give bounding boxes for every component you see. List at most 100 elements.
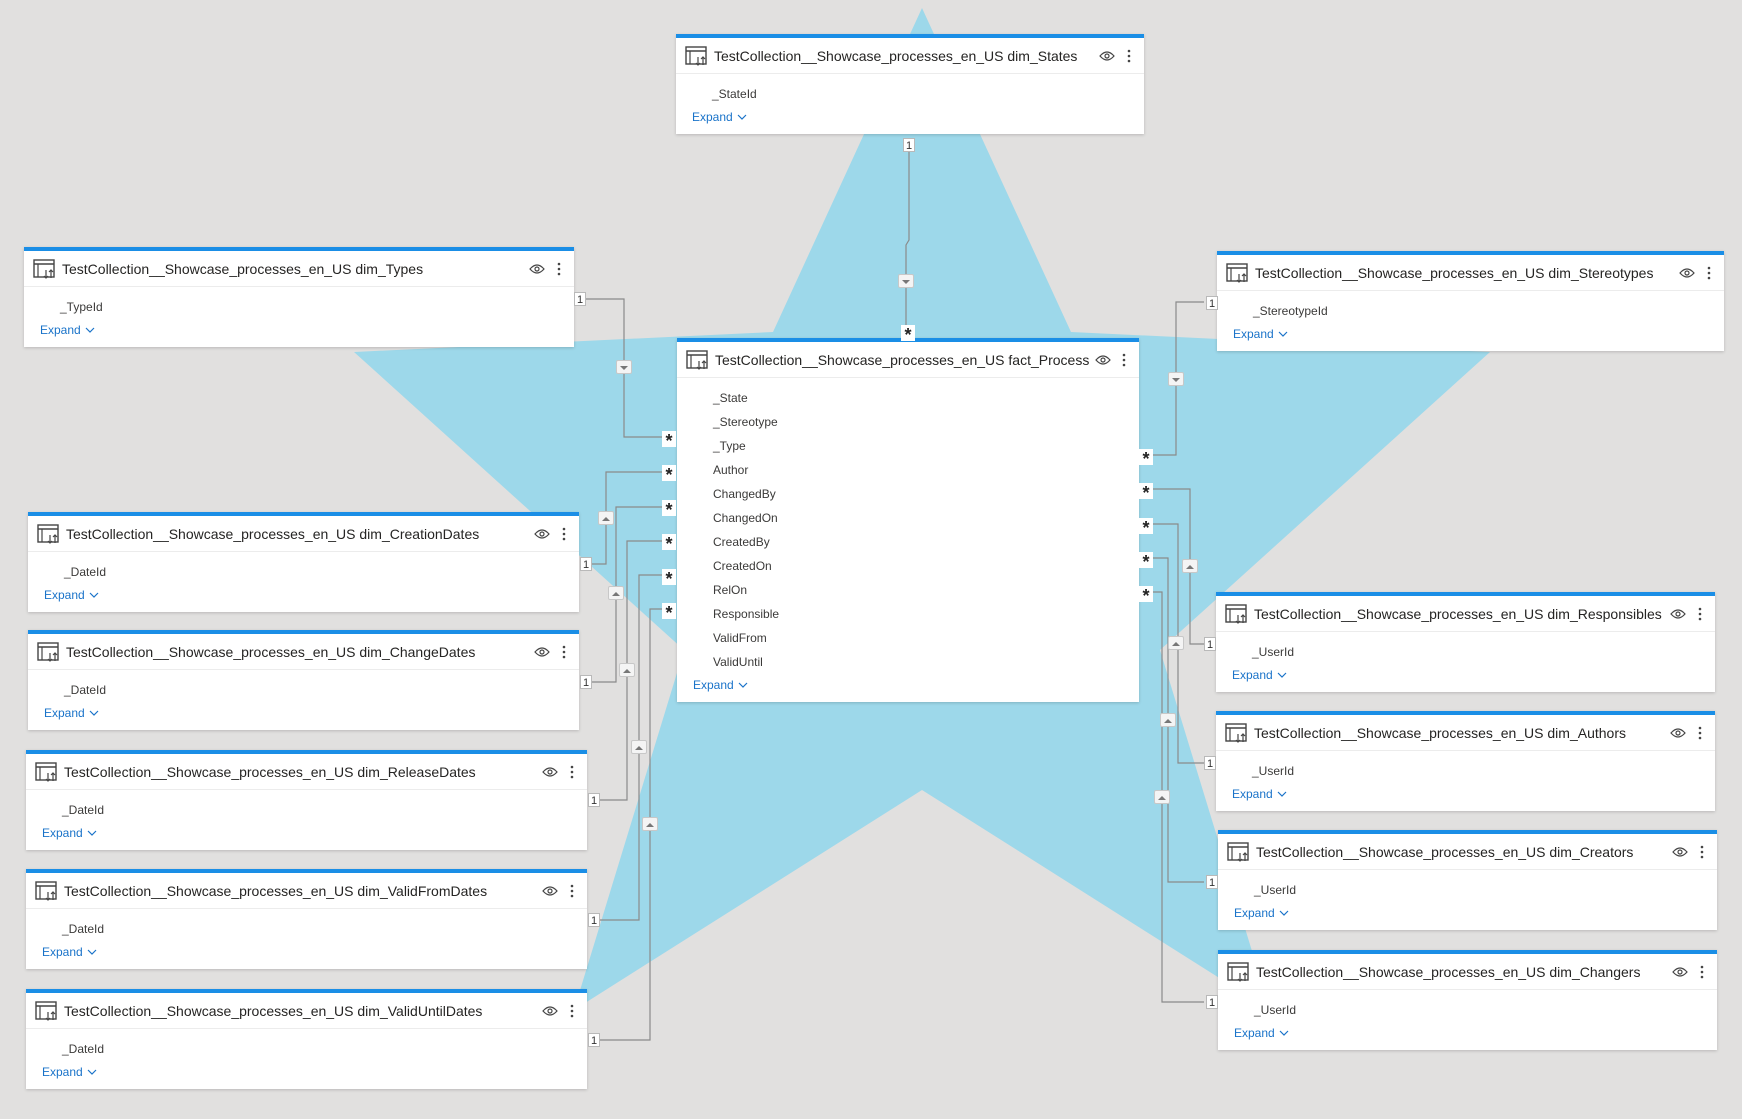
field-item[interactable]: _Type (713, 439, 746, 453)
expand-button[interactable]: Expand (42, 1065, 97, 1079)
expand-button[interactable]: Expand (1234, 906, 1289, 920)
table-card-stereotypes[interactable]: TestCollection__Showcase_processes_en_US… (1217, 251, 1724, 351)
table-card-changers[interactable]: TestCollection__Showcase_processes_en_US… (1218, 950, 1717, 1050)
field-item[interactable]: Responsible (713, 607, 780, 621)
eye-icon[interactable] (533, 525, 551, 543)
filter-direction-up-icon[interactable] (608, 586, 624, 600)
table-card-validFromDates[interactable]: TestCollection__Showcase_processes_en_US… (26, 869, 587, 969)
eye-icon[interactable] (1671, 843, 1689, 861)
table-card-authors[interactable]: TestCollection__Showcase_processes_en_US… (1216, 711, 1715, 811)
field-item[interactable]: _State (713, 391, 748, 405)
table-card-creators[interactable]: TestCollection__Showcase_processes_en_US… (1218, 830, 1717, 930)
filter-direction-up-icon[interactable] (1154, 790, 1170, 804)
expand-button[interactable]: Expand (44, 588, 99, 602)
field-item[interactable]: _DateId (62, 1042, 105, 1056)
table-card-header[interactable]: TestCollection__Showcase_processes_en_US… (28, 634, 579, 670)
filter-direction-up-icon[interactable] (1160, 713, 1176, 727)
field-item[interactable]: _StereotypeId (1253, 304, 1328, 318)
table-card-releaseDates[interactable]: TestCollection__Showcase_processes_en_US… (26, 750, 587, 850)
expand-button[interactable]: Expand (40, 323, 95, 337)
filter-direction-down-icon[interactable] (616, 360, 632, 374)
field-item[interactable]: _DateId (64, 683, 107, 697)
more-options-icon[interactable] (550, 260, 568, 278)
more-options-icon[interactable] (1693, 963, 1711, 981)
field-item[interactable]: ChangedBy (713, 487, 776, 501)
filter-direction-up-icon[interactable] (1182, 559, 1198, 573)
field-item[interactable]: ValidFrom (713, 631, 767, 645)
table-card-changeDates[interactable]: TestCollection__Showcase_processes_en_US… (28, 630, 579, 730)
table-card-header[interactable]: TestCollection__Showcase_processes_en_US… (1218, 954, 1717, 990)
field-item[interactable]: _DateId (64, 565, 107, 579)
eye-icon[interactable] (528, 260, 546, 278)
filter-direction-up-icon[interactable] (642, 817, 658, 831)
field-item[interactable]: _UserId (1252, 764, 1295, 778)
expand-button[interactable]: Expand (1234, 1026, 1289, 1040)
table-card-creationDates[interactable]: TestCollection__Showcase_processes_en_US… (28, 512, 579, 612)
field-item[interactable]: RelOn (713, 583, 748, 597)
filter-direction-down-icon[interactable] (898, 274, 914, 288)
expand-button[interactable]: Expand (692, 110, 747, 124)
expand-button[interactable]: Expand (693, 678, 748, 692)
eye-icon[interactable] (1098, 47, 1116, 65)
more-options-icon[interactable] (563, 1002, 581, 1020)
field-item[interactable]: CreatedOn (713, 559, 772, 573)
more-options-icon[interactable] (1116, 351, 1133, 369)
expand-button[interactable]: Expand (1232, 787, 1287, 801)
field-item[interactable]: _UserId (1254, 1003, 1297, 1017)
more-options-icon[interactable] (563, 882, 581, 900)
expand-button[interactable]: Expand (44, 706, 99, 720)
eye-icon[interactable] (533, 643, 551, 661)
field-item[interactable]: ValidUntil (713, 655, 763, 669)
more-options-icon[interactable] (1691, 605, 1709, 623)
table-card-header[interactable]: TestCollection__Showcase_processes_en_US… (24, 251, 574, 287)
field-item[interactable]: CreatedBy (713, 535, 770, 549)
eye-icon[interactable] (1671, 963, 1689, 981)
eye-icon[interactable] (1094, 351, 1111, 369)
more-options-icon[interactable] (563, 763, 581, 781)
table-card-header[interactable]: TestCollection__Showcase_processes_en_US… (676, 38, 1144, 74)
table-card-header[interactable]: TestCollection__Showcase_processes_en_US… (26, 754, 587, 790)
field-item[interactable]: _UserId (1252, 645, 1295, 659)
more-options-icon[interactable] (555, 525, 573, 543)
table-card-types[interactable]: TestCollection__Showcase_processes_en_US… (24, 247, 574, 347)
field-item[interactable]: ChangedOn (713, 511, 778, 525)
more-options-icon[interactable] (555, 643, 573, 661)
field-item[interactable]: _DateId (62, 922, 105, 936)
table-card-header[interactable]: TestCollection__Showcase_processes_en_US… (1217, 255, 1724, 291)
filter-direction-up-icon[interactable] (598, 511, 614, 525)
table-card-responsibles[interactable]: TestCollection__Showcase_processes_en_US… (1216, 592, 1715, 692)
more-options-icon[interactable] (1693, 843, 1711, 861)
filter-direction-up-icon[interactable] (619, 663, 635, 677)
expand-button[interactable]: Expand (42, 826, 97, 840)
expand-button[interactable]: Expand (1232, 668, 1287, 682)
table-card-header[interactable]: TestCollection__Showcase_processes_en_US… (26, 873, 587, 909)
eye-icon[interactable] (1669, 605, 1687, 623)
more-options-icon[interactable] (1120, 47, 1138, 65)
expand-button[interactable]: Expand (1233, 327, 1288, 341)
field-item[interactable]: _TypeId (60, 300, 103, 314)
table-card-header[interactable]: TestCollection__Showcase_processes_en_US… (1216, 715, 1715, 751)
field-item[interactable]: _Stereotype (713, 415, 778, 429)
table-card-fact[interactable]: TestCollection__Showcase_processes_en_US… (677, 338, 1139, 702)
eye-icon[interactable] (1678, 264, 1696, 282)
eye-icon[interactable] (541, 882, 559, 900)
more-options-icon[interactable] (1691, 724, 1709, 742)
table-card-header[interactable]: TestCollection__Showcase_processes_en_US… (1218, 834, 1717, 870)
table-card-header[interactable]: TestCollection__Showcase_processes_en_US… (677, 342, 1139, 378)
field-item[interactable]: _DateId (62, 803, 105, 817)
table-card-states[interactable]: TestCollection__Showcase_processes_en_US… (676, 34, 1144, 134)
table-card-validUntilDates[interactable]: TestCollection__Showcase_processes_en_US… (26, 989, 587, 1089)
filter-direction-up-icon[interactable] (631, 740, 647, 754)
eye-icon[interactable] (541, 1002, 559, 1020)
expand-button[interactable]: Expand (42, 945, 97, 959)
eye-icon[interactable] (1669, 724, 1687, 742)
field-item[interactable]: Author (713, 463, 749, 477)
eye-icon[interactable] (541, 763, 559, 781)
field-item[interactable]: _UserId (1254, 883, 1297, 897)
more-options-icon[interactable] (1700, 264, 1718, 282)
table-card-header[interactable]: TestCollection__Showcase_processes_en_US… (1216, 596, 1715, 632)
filter-direction-down-icon[interactable] (1168, 372, 1184, 386)
table-card-header[interactable]: TestCollection__Showcase_processes_en_US… (28, 516, 579, 552)
table-card-header[interactable]: TestCollection__Showcase_processes_en_US… (26, 993, 587, 1029)
field-item[interactable]: _StateId (712, 87, 757, 101)
